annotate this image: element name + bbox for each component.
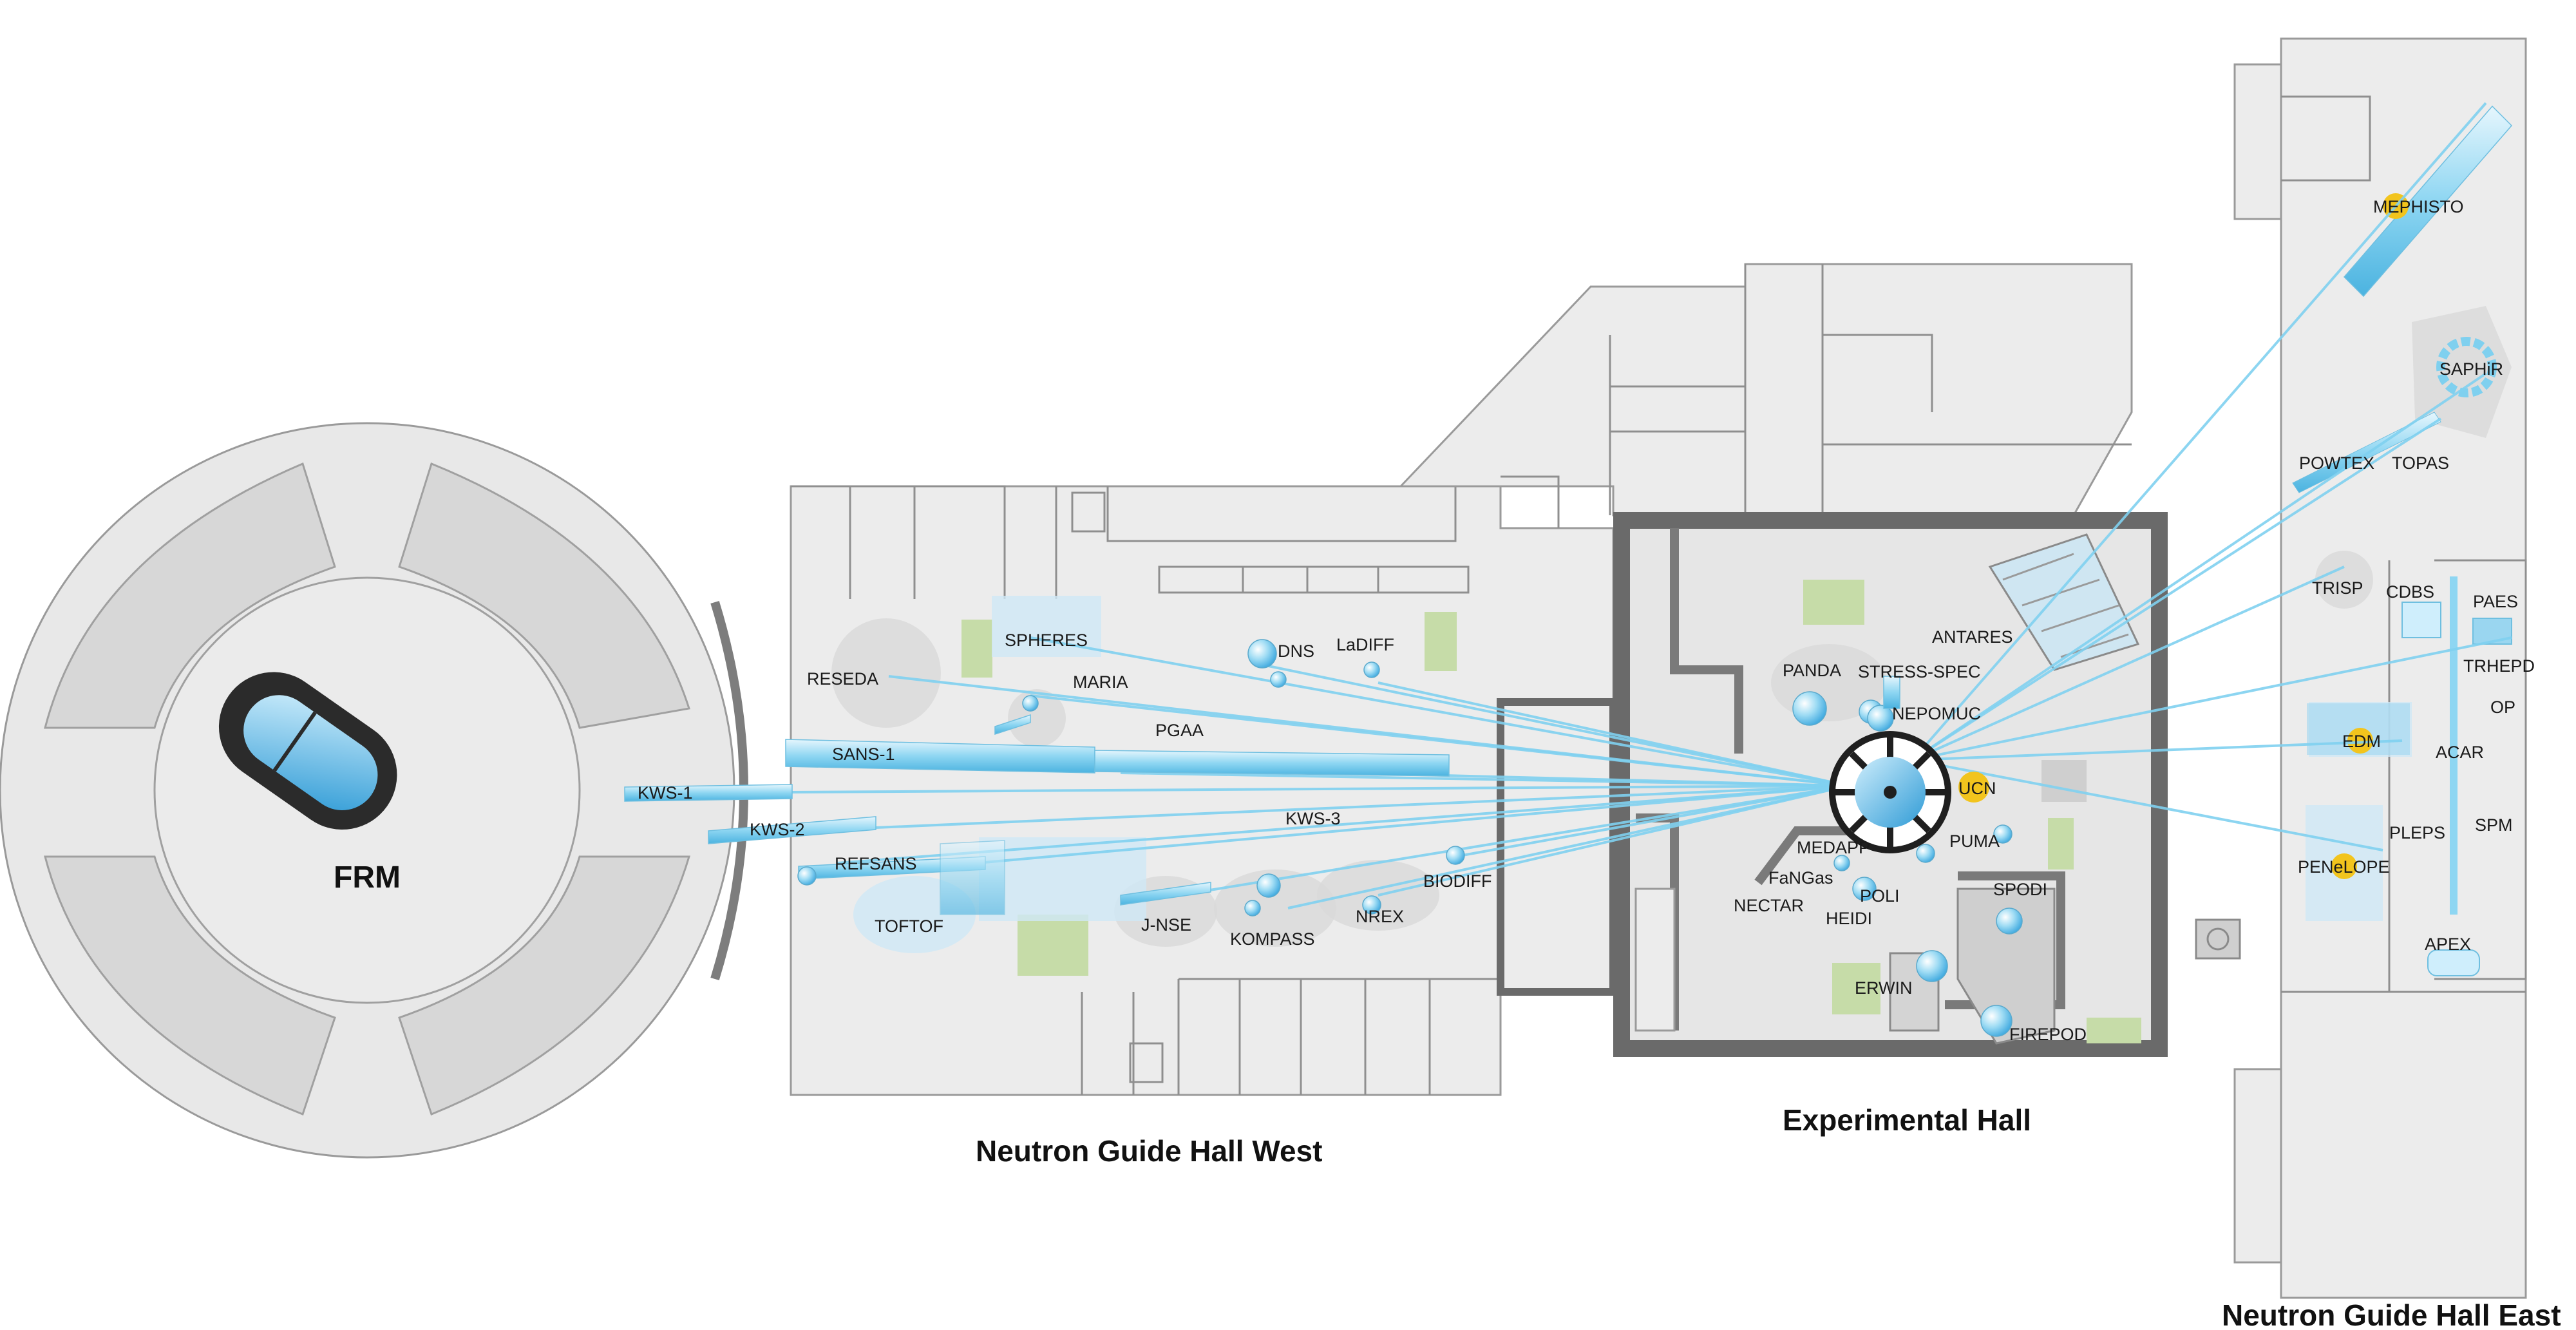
label-poli: POLI: [1860, 886, 1900, 906]
label-trhepd: TRHEPD: [2463, 656, 2535, 676]
label-maria: MARIA: [1073, 672, 1128, 692]
label-biodiff: BIODIFF: [1423, 871, 1492, 891]
label-fangas: FaNGas: [1768, 868, 1833, 888]
reactor-building: FRM: [0, 422, 748, 1159]
label-nepomuc: NEPOMUC: [1892, 704, 1981, 723]
label-spm: SPM: [2475, 815, 2513, 835]
label-panda: PANDA: [1783, 661, 1841, 680]
label-sans-1: SANS-1: [832, 745, 895, 764]
label-pgaa: PGAA: [1155, 721, 1204, 740]
label-op: OP: [2490, 698, 2515, 717]
label-j-nse: J-NSE: [1141, 915, 1191, 935]
label-edm: EDM: [2342, 732, 2381, 751]
label-powtex: POWTEX: [2299, 453, 2374, 473]
label-medapp: MEDAPP: [1797, 838, 1870, 857]
beam-lines: [624, 102, 2512, 917]
hall-title-east: Neutron Guide Hall East: [2222, 1298, 2561, 1330]
label-nrex: NREX: [1356, 907, 1404, 926]
label-ucn: UCN: [1958, 779, 1996, 798]
label-puma: PUMA: [1949, 831, 2000, 851]
label-penelope: PENeLOPE: [2298, 857, 2390, 877]
instrument-labels: RESEDA SPHERES MARIA DNS LaDIFF PGAA SAN…: [638, 197, 2535, 1044]
reactor-label: FRM: [334, 860, 401, 895]
hall-titles: Neutron Guide Hall West Experimental Hal…: [976, 1103, 2561, 1330]
label-topas: TOPAS: [2392, 453, 2449, 473]
label-refsans: REFSANS: [835, 854, 917, 873]
hall-title-west: Neutron Guide Hall West: [976, 1134, 1322, 1168]
label-kws-1: KWS-1: [638, 783, 693, 803]
label-kws-2: KWS-2: [750, 820, 805, 839]
label-stress-spec: STRESS-SPEC: [1858, 662, 1981, 681]
guide-hall-east: [2195, 37, 2527, 1299]
label-erwin: ERWIN: [1855, 978, 1913, 998]
label-toftof: TOFTOF: [875, 917, 943, 936]
reactor-core: [218, 672, 397, 830]
label-heidi: HEIDI: [1826, 909, 1872, 928]
label-ladiff: LaDIFF: [1336, 635, 1394, 654]
label-acar: ACAR: [2436, 743, 2484, 762]
label-spodi: SPODI: [1993, 880, 2047, 899]
label-firepod: FIREPOD: [2009, 1025, 2087, 1044]
label-kompass: KOMPASS: [1230, 929, 1315, 949]
label-pleps: PLEPS: [2389, 823, 2445, 842]
beam-hub: [1792, 676, 2023, 1037]
label-paes: PAES: [2473, 592, 2518, 611]
label-kws-3: KWS-3: [1285, 809, 1341, 828]
label-saphir: SAPHiR: [2439, 359, 2503, 379]
label-spheres: SPHERES: [1005, 631, 1088, 650]
label-dns: DNS: [1278, 641, 1314, 661]
label-nectar: NECTAR: [1734, 896, 1804, 915]
label-antares: ANTARES: [1932, 627, 2013, 647]
label-apex: APEX: [2425, 935, 2471, 954]
label-trisp: TRISP: [2312, 578, 2363, 598]
label-mephisto: MEPHISTO: [2373, 197, 2464, 216]
label-reseda: RESEDA: [807, 669, 878, 689]
hall-title-experimental: Experimental Hall: [1783, 1103, 2031, 1137]
label-cdbs: CDBS: [2386, 582, 2434, 602]
